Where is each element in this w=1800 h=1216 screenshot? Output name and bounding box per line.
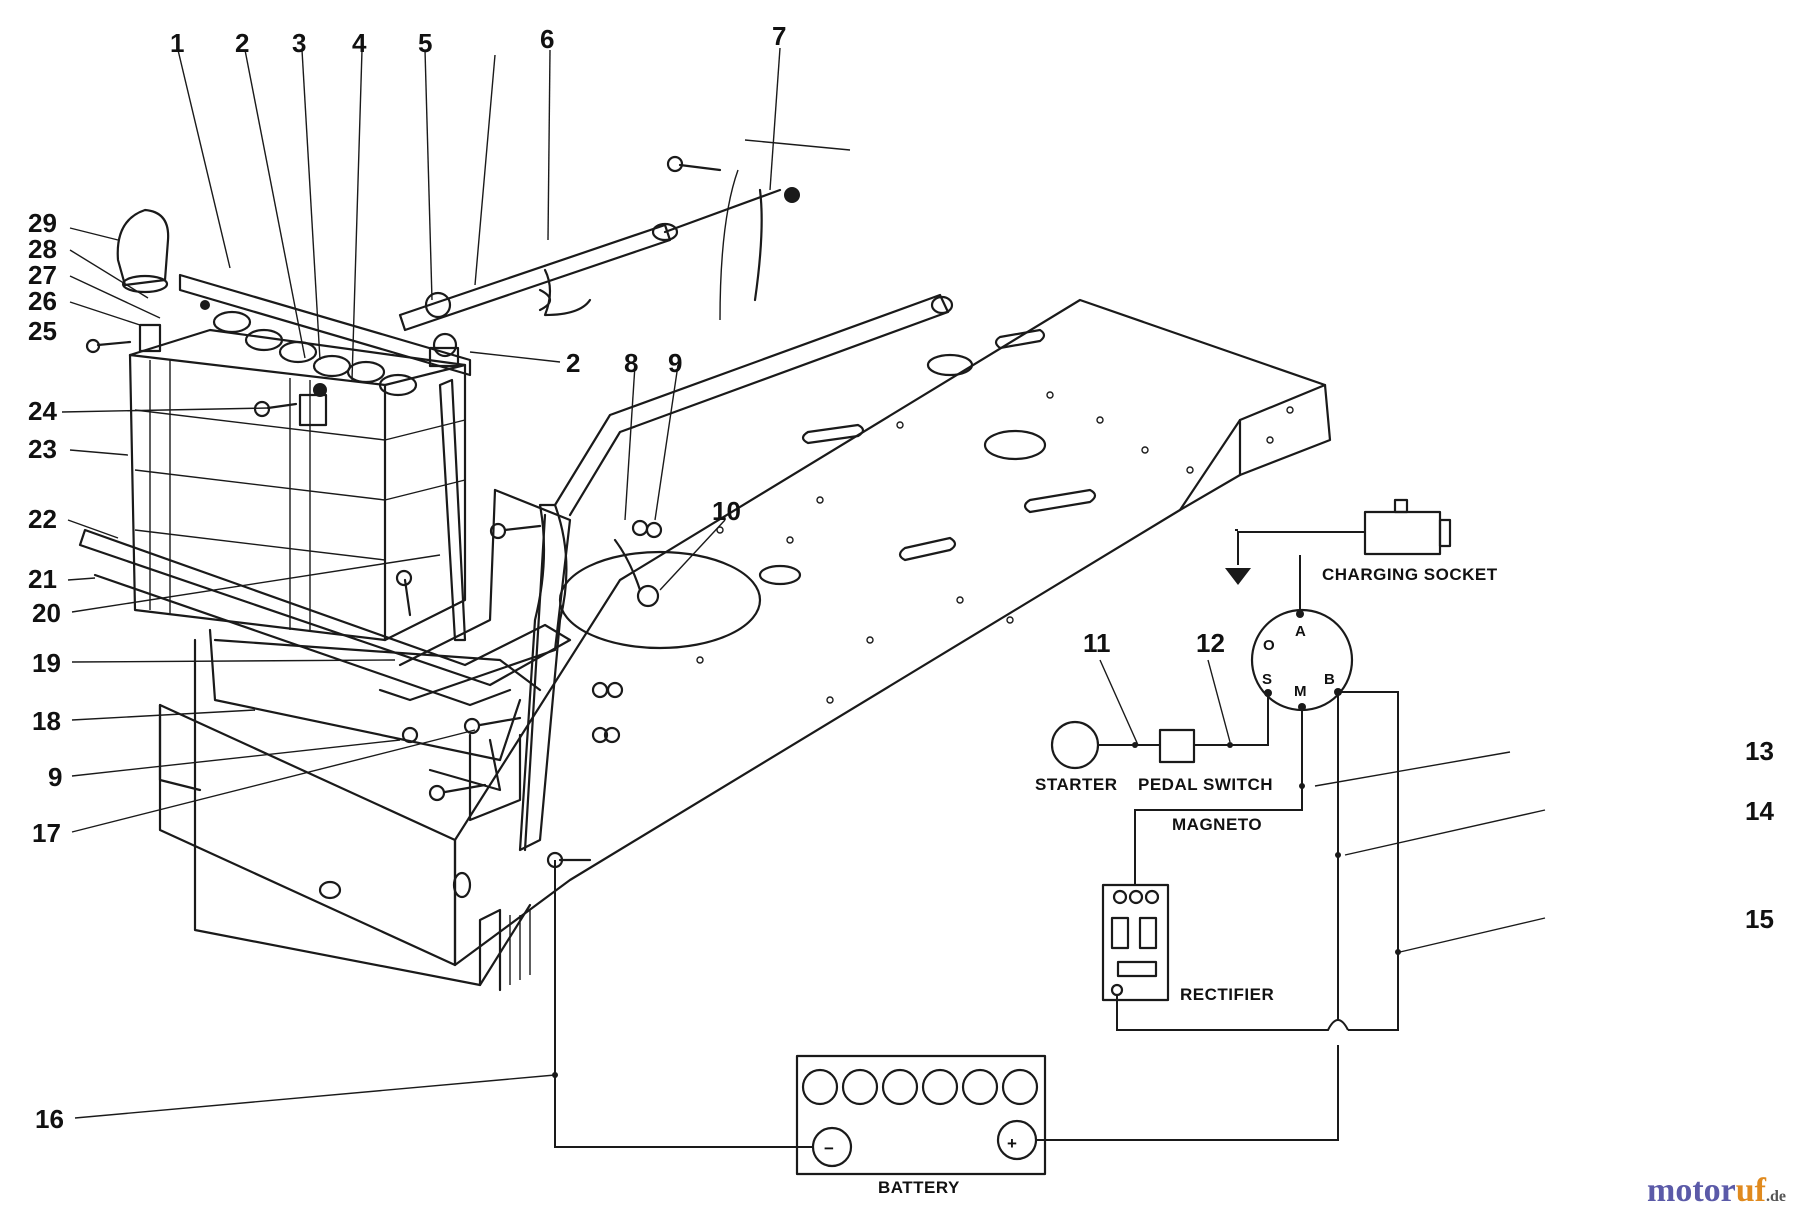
- charging-socket: CHARGING SOCKET: [1322, 498, 1498, 584]
- callout-21: 21: [28, 564, 57, 594]
- watermark-part3: .de: [1766, 1188, 1786, 1205]
- callout-2-side: 2: [566, 348, 580, 378]
- callout-26: 26: [28, 286, 57, 316]
- callout-16: 16: [35, 1104, 64, 1134]
- callout-19: 19: [32, 648, 61, 678]
- bracket-rods: [85, 139, 954, 869]
- callout-5: 5: [418, 28, 432, 58]
- callout-24: 24: [28, 396, 57, 426]
- callout-numbers: 1 2 3 4 5 6 7 2 8 9 10 29 28 27 26 25 24…: [28, 21, 1774, 1134]
- callout-1: 1: [170, 28, 184, 58]
- battery-neg-symbol: −: [824, 1139, 834, 1158]
- callout-9-left: 9: [48, 762, 62, 792]
- rectifier-label: RECTIFIER: [1180, 985, 1274, 1004]
- terminal-o: O: [1263, 637, 1275, 654]
- battery-pictorial: [116, 208, 472, 642]
- terminal-b: B: [1324, 671, 1335, 688]
- callout-12: 12: [1196, 628, 1225, 658]
- callout-22: 22: [28, 504, 57, 534]
- callout-11: 11: [1083, 628, 1111, 658]
- terminal-s: S: [1262, 671, 1272, 688]
- battery-pos-symbol: +: [1007, 1134, 1017, 1153]
- terminal-a: A: [1295, 623, 1306, 640]
- callout-18: 18: [32, 706, 61, 736]
- pedal-switch: PEDAL SWITCH: [1138, 728, 1273, 794]
- chassis-frame: [158, 298, 1332, 992]
- callout-6: 6: [540, 24, 554, 54]
- callout-15: 15: [1745, 904, 1774, 934]
- starter-label: STARTER: [1035, 775, 1118, 794]
- battery-label: BATTERY: [878, 1178, 960, 1197]
- callout-7: 7: [772, 21, 786, 51]
- callout-25: 25: [28, 316, 57, 346]
- callout-14: 14: [1745, 796, 1774, 826]
- terminal-m: M: [1294, 683, 1307, 700]
- rectifier: RECTIFIER: [1101, 883, 1274, 1004]
- charging-socket-label: CHARGING SOCKET: [1322, 565, 1498, 584]
- callout-9-top: 9: [668, 348, 682, 378]
- callout-leaders: [61, 47, 1546, 1119]
- pedal-switch-label: PEDAL SWITCH: [1138, 775, 1273, 794]
- callout-29: 29: [28, 208, 57, 238]
- watermark-part1: motor: [1647, 1172, 1736, 1209]
- battery-schematic: − + BATTERY: [795, 1054, 1047, 1197]
- battery-tray: [78, 488, 572, 822]
- callout-28: 28: [28, 234, 57, 264]
- callout-13: 13: [1745, 736, 1774, 766]
- magneto-label: MAGNETO: [1172, 815, 1262, 834]
- callout-17: 17: [32, 818, 61, 848]
- watermark-part2: uf: [1735, 1172, 1766, 1209]
- callout-3: 3: [292, 28, 306, 58]
- watermark: motoruf.de: [1647, 1172, 1786, 1210]
- callout-10: 10: [712, 496, 741, 526]
- callout-23: 23: [28, 434, 57, 464]
- callout-4: 4: [352, 28, 367, 58]
- callout-20: 20: [32, 598, 61, 628]
- callout-8: 8: [624, 348, 638, 378]
- starter: STARTER: [1035, 720, 1118, 794]
- wiring-schematic: CHARGING SOCKET A O S M B STARTER PEDAL …: [552, 498, 1498, 1197]
- callout-2-top: 2: [235, 28, 249, 58]
- callout-27: 27: [28, 260, 57, 290]
- battery-cell-caps: [212, 310, 418, 397]
- ground-symbol: [1225, 529, 1365, 585]
